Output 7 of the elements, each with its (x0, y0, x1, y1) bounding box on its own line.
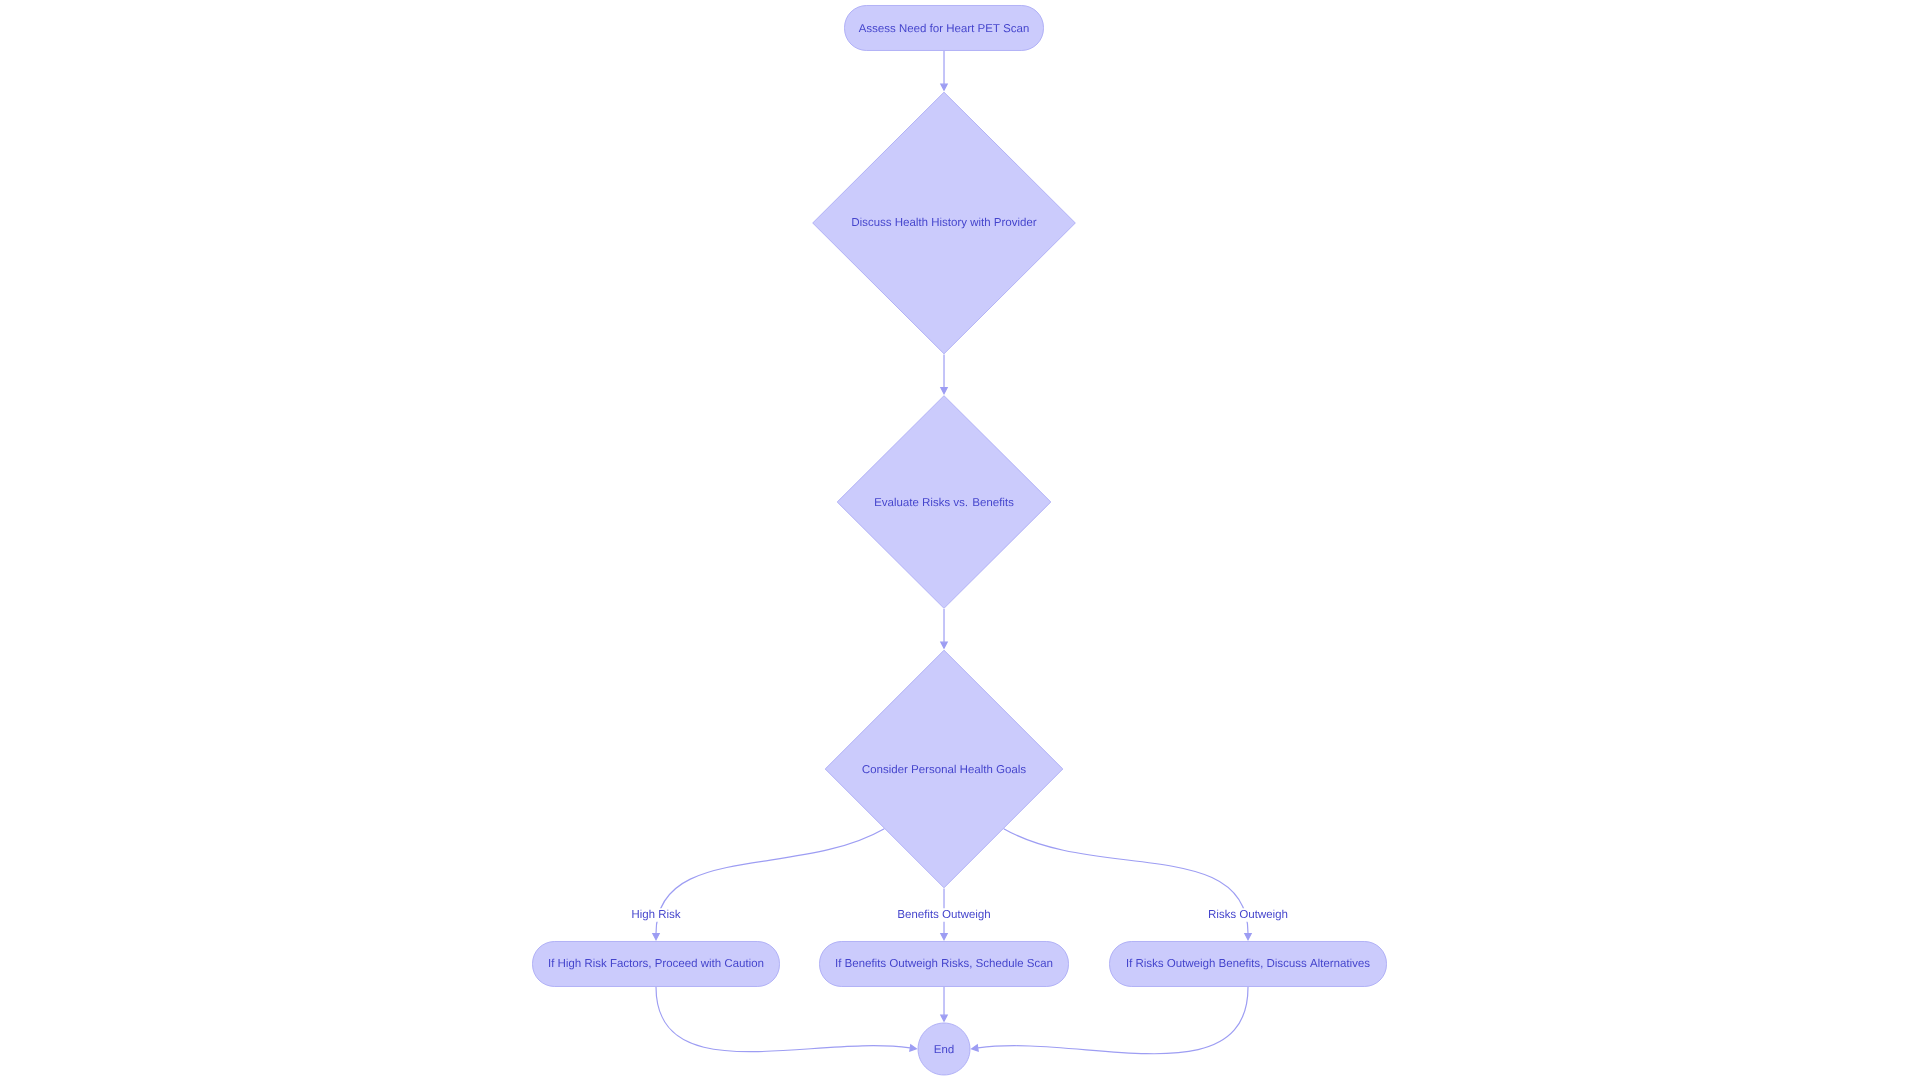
edge-label: Risks Outweigh (1206, 908, 1290, 922)
terminal-box: If Risks Outweigh Benefits, Discuss Alternatives (1109, 941, 1387, 987)
edge-label: High Risk (629, 908, 683, 922)
edge-label: Benefits Outweigh (895, 908, 993, 922)
terminal-box: If High Risk Factors, Proceed with Caution (532, 941, 780, 987)
terminal-box: If Benefits Outweigh Risks, Schedule Scan (819, 941, 1069, 987)
terminal-box: Assess Need for Heart PET Scan (844, 5, 1044, 51)
